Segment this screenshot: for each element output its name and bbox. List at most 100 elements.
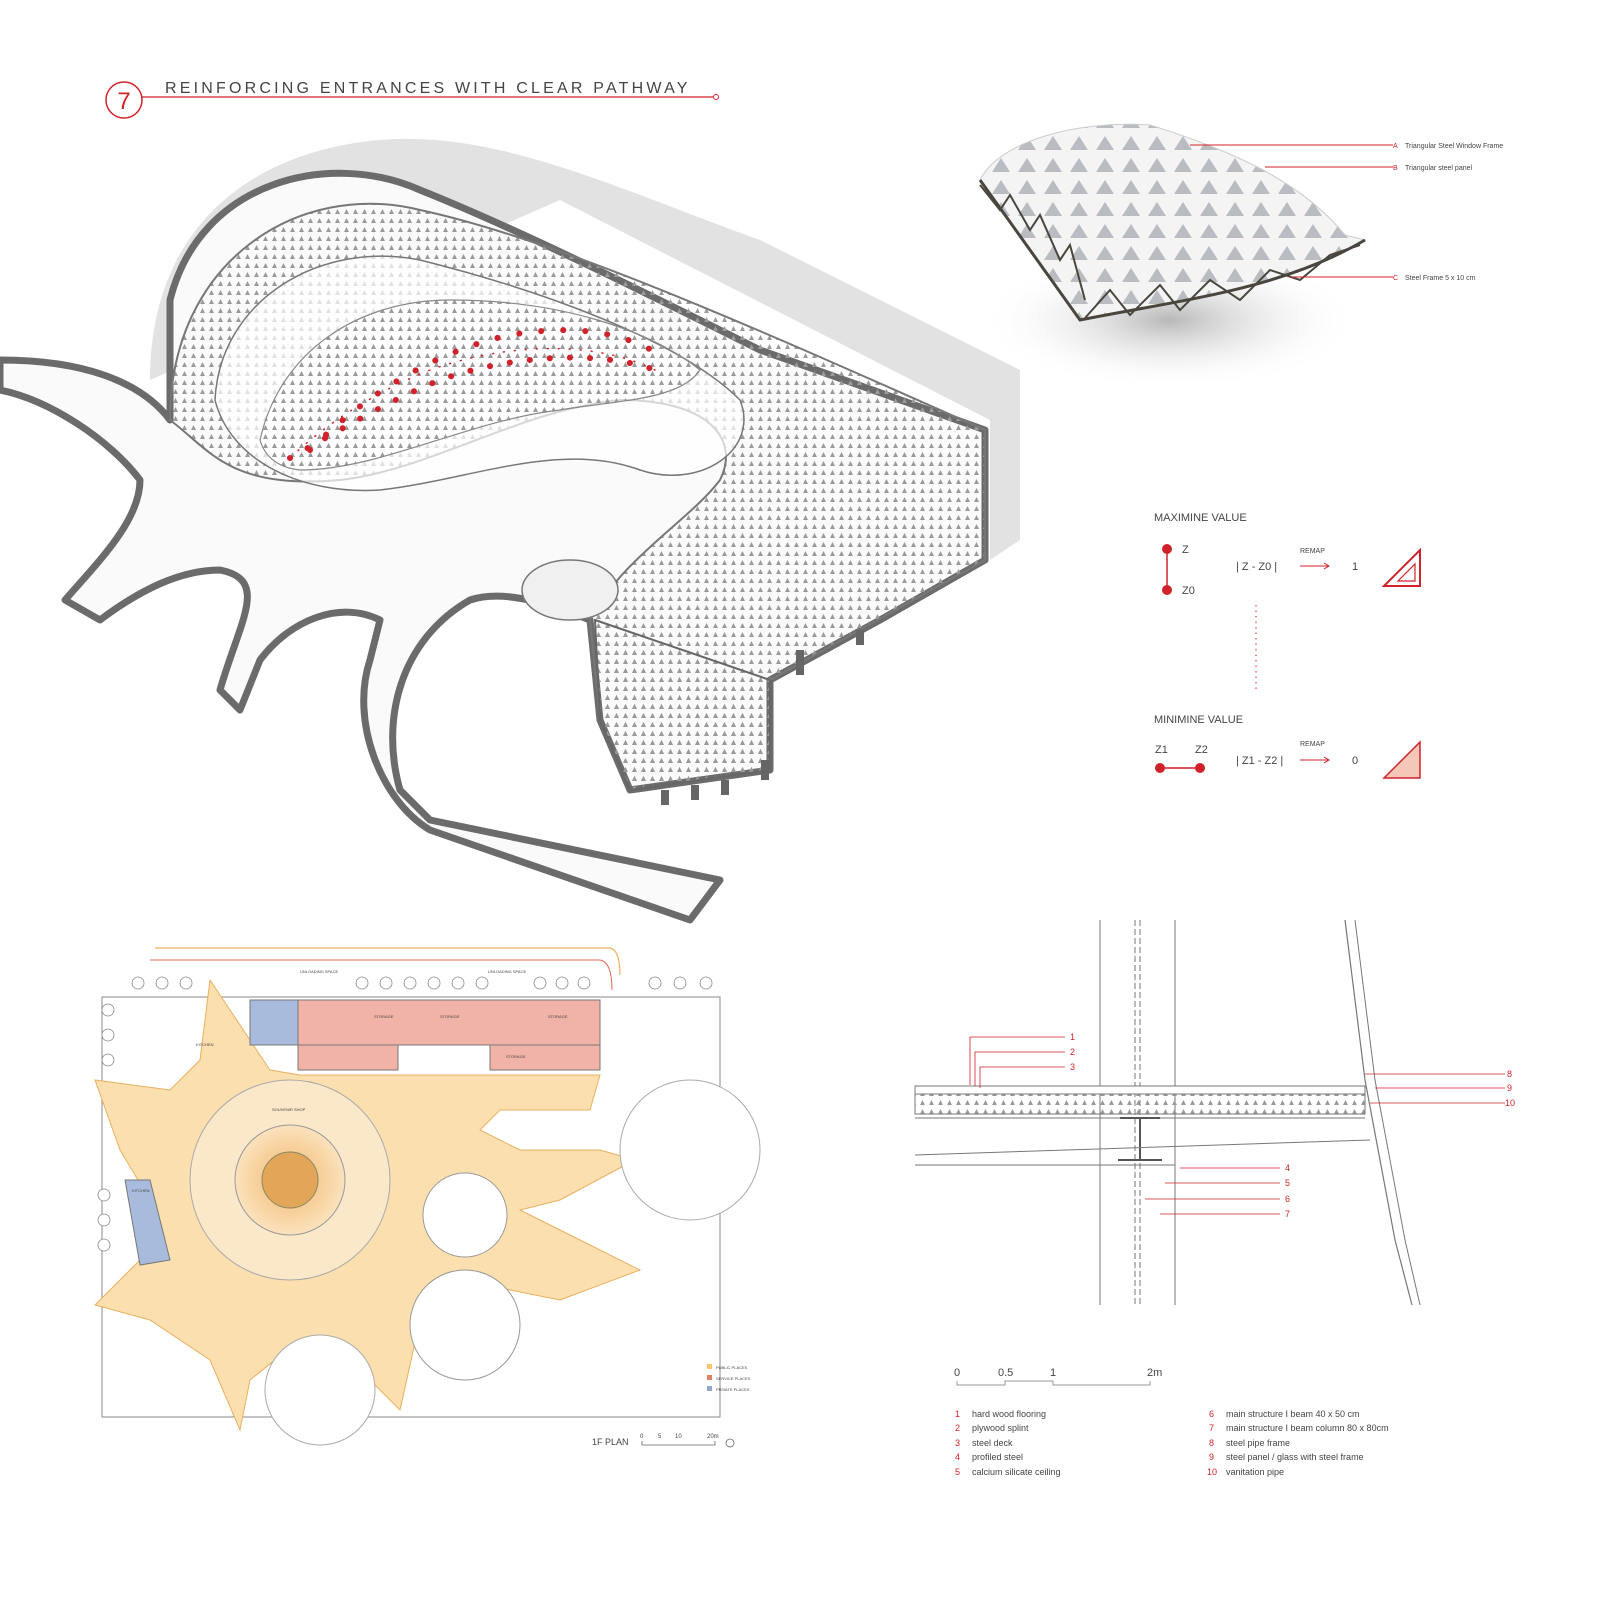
svg-text:profiled steel: profiled steel (972, 1452, 1023, 1462)
svg-text:10: 10 (1207, 1467, 1217, 1477)
svg-text:3: 3 (1070, 1062, 1075, 1072)
label-key-b: B (1393, 165, 1398, 172)
section-title: 7 REINFORCING ENTRANCES WITH CLEAR PATHW… (105, 80, 719, 119)
svg-text:1: 1 (1070, 1032, 1075, 1042)
plan-scale-tick: 5 (658, 1434, 662, 1440)
legend-swatch-private (707, 1386, 712, 1391)
maximine-heading: MAXIMINE VALUE (1154, 512, 1247, 524)
svg-text:5: 5 (1285, 1178, 1290, 1188)
svg-text:steel panel / glass with steel: steel panel / glass with steel frame (1226, 1452, 1364, 1462)
formula-max: | Z - Z0 | (1236, 561, 1277, 573)
point-z0 (1162, 585, 1172, 595)
svg-text:main structure I beam 40 x 50: main structure I beam 40 x 50 cm (1226, 1409, 1360, 1419)
section-detail (914, 919, 1505, 1306)
plan-title: 1F PLAN (592, 1437, 629, 1447)
floor-plan: UNLOADING SPACE UNLOADING SPACE STORAGE … (94, 947, 761, 1448)
section-heading: REINFORCING ENTRANCES WITH CLEAR PATHWAY (165, 80, 691, 97)
inner-courtyard (259, 299, 701, 471)
svg-text:4: 4 (955, 1452, 960, 1462)
label-key-a: A (1393, 143, 1398, 150)
svg-text:vanitation pipe: vanitation pipe (1226, 1467, 1284, 1477)
arrow-icon (1323, 562, 1330, 570)
svg-text:hard wood flooring: hard wood flooring (972, 1409, 1046, 1419)
label-z0: Z0 (1182, 585, 1195, 597)
entrance-canopy (521, 559, 619, 621)
columns (661, 630, 864, 805)
point-z1 (1155, 763, 1165, 773)
section-legend: 1 hard wood flooring 2 plywood splint 3 ste… (955, 1409, 1389, 1477)
result-max: 1 (1352, 561, 1358, 573)
arrow-icon (1323, 756, 1330, 764)
svg-text:calcium silicate ceiling: calcium silicate ceiling (972, 1467, 1061, 1477)
label-z: Z (1182, 544, 1189, 556)
label-z2: Z2 (1195, 744, 1208, 756)
svg-text:main structure I beam column 8: main structure I beam column 80 x 80cm (1226, 1423, 1389, 1433)
line-end-dot (713, 94, 719, 100)
svg-text:6: 6 (1209, 1409, 1214, 1419)
north-arrow-icon (725, 1438, 735, 1448)
legend-swatch-public (707, 1364, 712, 1369)
legend-public: PUBLIC PLACES (716, 1365, 748, 1370)
number-circle (105, 81, 143, 119)
remap-label-max: REMAP (1300, 548, 1325, 555)
legend-private: PRIVATE PLACES (716, 1387, 750, 1392)
svg-text:1: 1 (955, 1409, 960, 1419)
unloading-space-label: UNLOADING SPACE (488, 969, 526, 974)
point-z2 (1195, 763, 1205, 773)
svg-text:4: 4 (1285, 1163, 1290, 1173)
svg-text:steel pipe frame: steel pipe frame (1226, 1438, 1290, 1448)
svg-text:9: 9 (1507, 1083, 1512, 1093)
storage-label: STORAGE (548, 1014, 568, 1019)
legend-service: SERVICE PLACES (716, 1376, 751, 1381)
remap-diagram: MAXIMINE VALUE Z Z0 | Z - Z0 | REMAP 1 M… (1154, 512, 1421, 779)
remap-label-min: REMAP (1300, 741, 1325, 748)
svg-text:2m: 2m (1147, 1367, 1162, 1379)
plan-scale-tick: 20m (707, 1434, 719, 1440)
label-z1: Z1 (1155, 744, 1168, 756)
private-places-block (249, 999, 299, 1046)
kitchen-label: KITCHEN (196, 1042, 214, 1047)
svg-text:9: 9 (1209, 1452, 1214, 1462)
steel-frame (978, 179, 1366, 322)
filled-triangle-icon (1382, 740, 1421, 779)
svg-text:steel deck: steel deck (972, 1438, 1013, 1448)
i-beam (1118, 1117, 1162, 1161)
section-callouts: 1 2 3 4 5 6 7 8 9 10 (1070, 1032, 1515, 1219)
plan-scale-bar (641, 1441, 716, 1446)
svg-text:10: 10 (1505, 1098, 1515, 1108)
svg-text:7: 7 (1285, 1209, 1290, 1219)
open-triangle-icon (1381, 547, 1421, 587)
label-leaders (1190, 144, 1393, 278)
storage-label: STORAGE (506, 1054, 526, 1059)
souvenir-shop-label: SOUVENIR SHOP (272, 1107, 306, 1112)
plan-scale-tick: 0 (640, 1434, 644, 1440)
facade-frame (1344, 919, 1413, 1306)
trees (97, 976, 713, 1252)
storage-label: STORAGE (440, 1014, 460, 1019)
section-number: 7 (117, 88, 130, 115)
svg-text:3: 3 (955, 1438, 960, 1448)
svg-text:1: 1 (1050, 1367, 1056, 1379)
plan-scale-tick: 10 (675, 1434, 682, 1440)
label-b: Triangular steel panel (1405, 165, 1473, 172)
formula-min: | Z1 - Z2 | (1236, 755, 1283, 767)
svg-text:2: 2 (1070, 1047, 1075, 1057)
label-a: Triangular Steel Window Frame (1405, 143, 1503, 150)
minimine-heading: MINIMINE VALUE (1154, 714, 1243, 726)
svg-text:2: 2 (955, 1423, 960, 1433)
storage-label: STORAGE (374, 1014, 394, 1019)
legend-swatch-service (707, 1375, 712, 1380)
svg-text:7: 7 (1209, 1423, 1214, 1433)
label-c: Steel Frame 5 x 10 cm (1405, 275, 1476, 282)
svg-text:plywood splint: plywood splint (972, 1423, 1029, 1433)
svg-text:8: 8 (1209, 1438, 1214, 1448)
service-storage-block (297, 999, 601, 1046)
unloading-space-label: UNLOADING SPACE (300, 969, 338, 974)
svg-text:6: 6 (1285, 1194, 1290, 1204)
axonometric-building (0, 138, 1020, 924)
label-key-c: C (1393, 275, 1398, 282)
result-min: 0 (1352, 755, 1358, 767)
kitchen-label: KITCHEN (132, 1188, 150, 1193)
steel-deck (914, 1093, 1366, 1115)
